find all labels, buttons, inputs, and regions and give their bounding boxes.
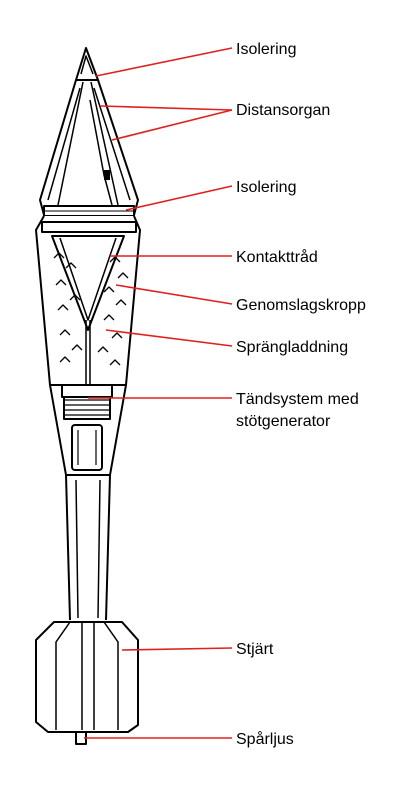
leader-isolering-mid xyxy=(125,185,233,211)
leader-distansorgan-1 xyxy=(99,105,233,111)
label-kontakttrad: Kontakttråd xyxy=(236,248,318,266)
distance-rod-right xyxy=(90,81,119,206)
nose-tip xyxy=(75,47,99,81)
leader-lines xyxy=(84,47,233,739)
leader-isolering-top xyxy=(95,47,233,77)
distance-rod-left xyxy=(57,81,84,206)
warhead-top-plate xyxy=(41,221,137,233)
label-sprangladdning: Sprängladdning xyxy=(236,339,348,356)
generator-neck xyxy=(49,384,127,476)
fuze-housing xyxy=(63,396,111,420)
liner-cone xyxy=(51,235,125,331)
ogive-shell-inner xyxy=(47,87,131,201)
wire-knot xyxy=(104,170,110,180)
fuze-thread xyxy=(64,399,110,416)
label-stjart: Stjärt xyxy=(236,641,274,658)
ogive-shell-outer xyxy=(39,79,139,216)
label-sparljus: Spårljus xyxy=(236,730,294,748)
tail-boom-inner xyxy=(75,479,101,619)
label-genomslagskropp: Genomslagskropp xyxy=(236,297,366,314)
leader-sprangladdning xyxy=(105,329,233,347)
labels: Isolering Distansorgan Isolering Kontakt… xyxy=(236,41,366,748)
label-isolering-mid: Isolering xyxy=(236,179,296,196)
projectile-drawing xyxy=(35,47,141,745)
label-tandsystem-line1: Tändsystem med xyxy=(236,391,359,408)
leader-stjart xyxy=(121,647,233,651)
label-tandsystem-line2: stötgenerator xyxy=(236,413,331,430)
nose-tip-insulation xyxy=(80,55,94,75)
leader-distansorgan-2 xyxy=(111,109,233,141)
tail-boom xyxy=(65,474,111,621)
label-distansorgan: Distansorgan xyxy=(236,102,330,119)
leader-genomslagskropp xyxy=(115,284,233,305)
fuze-block xyxy=(61,384,113,398)
tail-fin-lines xyxy=(55,621,119,730)
contact-wire-upper xyxy=(89,99,113,206)
tail-fin-block xyxy=(35,621,139,733)
label-isolering-top: Isolering xyxy=(236,41,296,58)
generator-body xyxy=(71,424,103,471)
generator-lines xyxy=(77,430,97,465)
explosive-hatch xyxy=(53,252,129,366)
liner-stem xyxy=(85,320,91,385)
